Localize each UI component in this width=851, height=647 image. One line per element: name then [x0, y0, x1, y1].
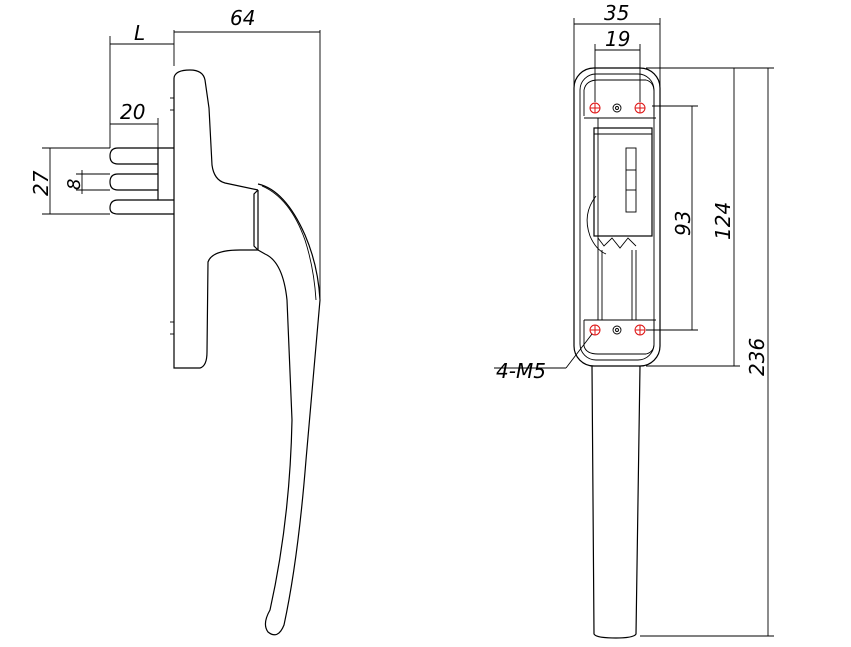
front-lock-block	[593, 127, 653, 237]
dim-label-19: 19	[605, 27, 630, 51]
front-view: 35 19 93 124 236	[494, 1, 774, 639]
callout-screw-holes: 4-M5	[494, 333, 593, 383]
dim-label-8: 8	[64, 179, 85, 190]
side-hub	[253, 189, 259, 251]
dim-label-35: 35	[604, 1, 629, 25]
dim-label-124: 124	[711, 202, 735, 240]
callout-label-4m5: 4-M5	[496, 359, 546, 383]
dim-front-hole-height: 124	[646, 67, 740, 367]
dim-front-inner-height: 93	[646, 105, 698, 331]
dim-front-hole-spacing: 19	[594, 27, 641, 102]
dim-side-spindle-length: L	[109, 21, 174, 148]
dim-side-spindle-extent: 20	[110, 100, 159, 148]
front-gear-arc	[586, 195, 607, 255]
dim-label-L: L	[134, 21, 145, 45]
dim-label-236: 236	[745, 338, 769, 376]
dim-label-64: 64	[230, 6, 255, 30]
dim-label-27: 27	[29, 170, 53, 196]
side-view: 64 L 20 27 8	[29, 6, 321, 636]
front-plate-inner	[579, 73, 655, 361]
side-base-plate	[173, 78, 258, 369]
side-spindle	[109, 147, 174, 215]
dim-front-total-height: 236	[640, 67, 774, 637]
front-plate-outer	[573, 67, 661, 367]
dim-side-slot-width: 8	[64, 170, 110, 194]
side-lever-outer	[257, 183, 321, 636]
front-lock-slot	[625, 147, 637, 213]
front-top-recess	[583, 79, 655, 116]
dim-side-total-width: 64	[173, 6, 321, 300]
front-grip	[591, 365, 641, 639]
dim-label-93: 93	[671, 211, 695, 236]
front-bottom-recess	[583, 320, 655, 355]
dim-label-20: 20	[120, 100, 145, 124]
front-gear-teeth	[597, 237, 637, 249]
dim-side-spindle-height: 27	[29, 147, 110, 215]
side-base-plate-top	[173, 69, 259, 191]
front-screw-holes	[589, 102, 646, 336]
side-lever-inner	[261, 185, 317, 301]
dim-front-total-width: 35	[573, 1, 661, 90]
